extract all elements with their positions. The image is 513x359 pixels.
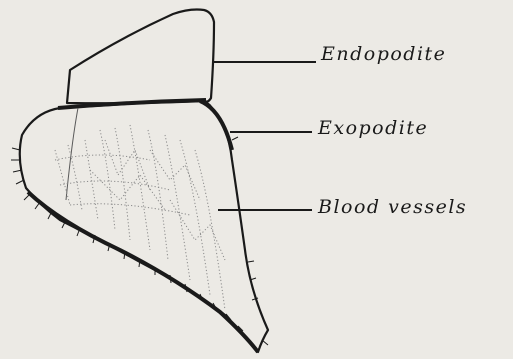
blood-vessels-network [55, 125, 225, 310]
exopodite-label: Exopodite [317, 117, 428, 139]
endopodite-label: Endopodite [320, 43, 446, 65]
exopodite-thick-right-edge [200, 101, 232, 150]
internal-seam-line [66, 108, 78, 200]
blood-vessels-label: Blood vessels [317, 196, 467, 218]
exopodite-thick-lower-edge [28, 192, 258, 352]
endopodite-outline [67, 10, 214, 104]
exopodite-outline [20, 100, 268, 352]
setae-bristles [11, 137, 268, 345]
